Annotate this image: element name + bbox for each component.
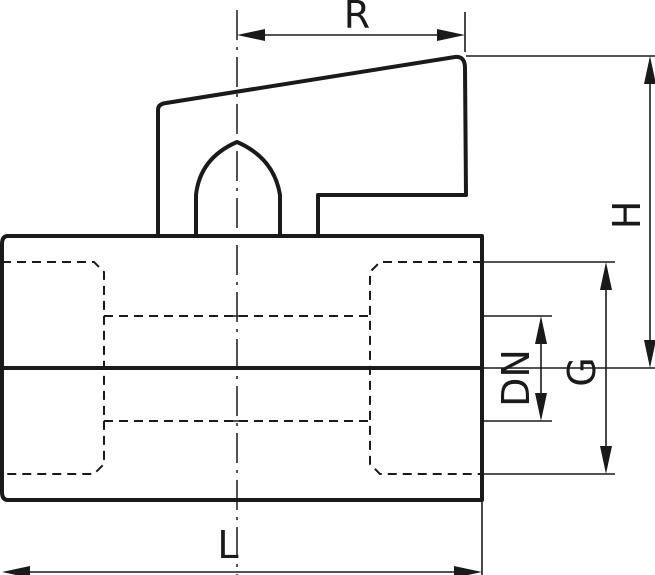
valve-body bbox=[0, 234, 484, 502]
dimension-label-h: H bbox=[605, 201, 649, 230]
lever-handle bbox=[156, 54, 468, 237]
center-marks bbox=[227, 315, 247, 422]
dimension-label-dn: DN bbox=[494, 349, 538, 407]
dimension-dn: DN bbox=[494, 316, 547, 421]
extension-lines bbox=[464, 12, 655, 575]
valve-stem bbox=[194, 140, 282, 237]
dimension-label-l: L bbox=[217, 523, 238, 567]
dimension-label-r: R bbox=[344, 0, 370, 37]
dimension-g: G bbox=[560, 262, 612, 474]
dimension-h: H bbox=[605, 56, 655, 368]
dimension-r: R bbox=[237, 0, 465, 41]
hidden-lines bbox=[2, 261, 482, 475]
dimension-label-g: G bbox=[560, 357, 604, 386]
dimension-l: L bbox=[2, 523, 482, 575]
